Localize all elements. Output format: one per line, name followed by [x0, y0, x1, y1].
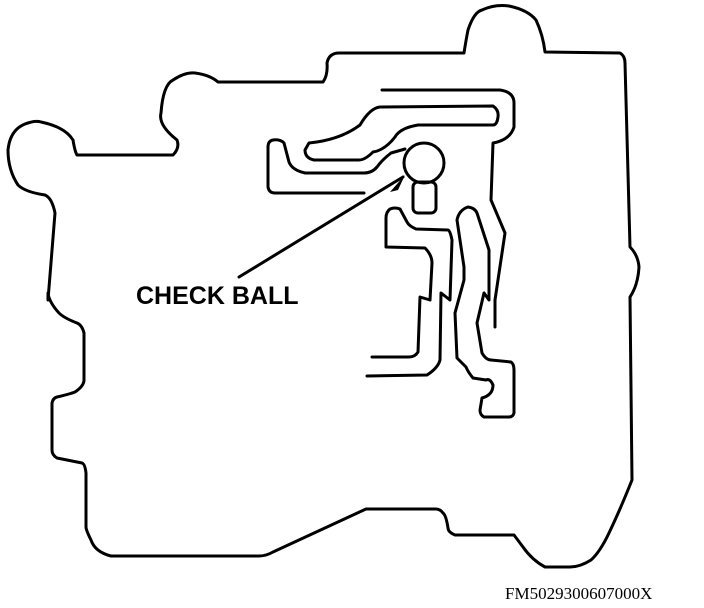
check-ball-seat [411, 180, 438, 215]
channel-l-shape [266, 138, 407, 195]
channel-left-vertical [365, 206, 454, 378]
channel-right-winding [453, 205, 516, 419]
check-ball [402, 141, 446, 185]
valve-body-outline [6, 4, 641, 569]
figure-code: FM5029300607000X [505, 584, 653, 603]
check-ball-label: CHECK BALL [136, 282, 299, 310]
channel-upper [380, 88, 516, 329]
callout-leader-line [237, 175, 405, 279]
callout-arrowhead [390, 175, 405, 192]
channel-upper-loop [303, 104, 500, 162]
